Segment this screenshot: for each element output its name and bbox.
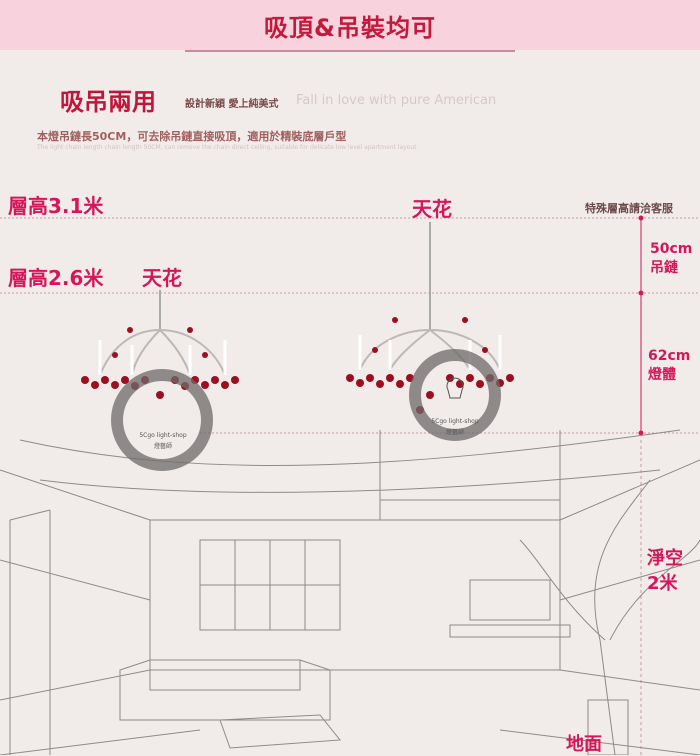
dimension-ruler — [638, 215, 644, 436]
ceiling-height-31-label: 層高3.1米 — [8, 194, 104, 218]
chain-length-text: 吊鏈 — [650, 260, 678, 276]
top-banner — [0, 0, 700, 50]
watermark-ring-right — [409, 349, 501, 441]
watermark-text-right: 5Cgo light-shop — [431, 418, 479, 425]
chandelier-right — [346, 222, 514, 414]
body-height-value: 62cm — [648, 348, 691, 364]
special-height-note: 特殊層高請洽客服 — [585, 202, 673, 215]
banner-divider — [185, 50, 515, 52]
chain-length-label: 50cm 吊鏈 — [650, 240, 692, 278]
chandelier-left — [81, 290, 239, 399]
dimension-lines — [0, 217, 700, 434]
watermark-ring-left — [111, 369, 213, 471]
tagline: 設計新穎 愛上純美式 — [185, 99, 279, 110]
clearance-text: 淨空 — [647, 548, 683, 569]
watermark-text-left: 5Cgo light-shop — [139, 432, 187, 439]
watermark-sub-right: 燈藝師 — [445, 429, 464, 436]
clearance-label: 淨空 2米 — [647, 546, 683, 596]
floor-label: 地面 — [566, 734, 602, 755]
body-height-label: 62cm 燈體 — [648, 347, 690, 385]
ceiling-height-26-label: 層高2.6米 — [8, 266, 104, 290]
description-english: The light chain length chain length 50CM… — [37, 144, 417, 151]
chain-length-value: 50cm — [650, 241, 693, 257]
watermark-sub-left: 燈藝師 — [153, 443, 172, 450]
banner-title: 吸頂&吊裝均可 — [264, 14, 436, 42]
ceiling-label-left: 天花 — [142, 266, 182, 290]
body-height-text: 燈體 — [648, 367, 676, 383]
clearance-value: 2米 — [647, 573, 678, 594]
ceiling-label-right: 天花 — [412, 197, 452, 221]
description: 本燈吊鏈長50CM，可去除吊鏈直接吸頂，適用於精裝底層戶型 — [37, 130, 347, 143]
bulb-icon — [446, 377, 464, 399]
tagline-english: Fall in love with pure American — [296, 93, 497, 108]
section-title: 吸吊兩用 — [60, 88, 156, 116]
room-sketch — [0, 429, 700, 755]
